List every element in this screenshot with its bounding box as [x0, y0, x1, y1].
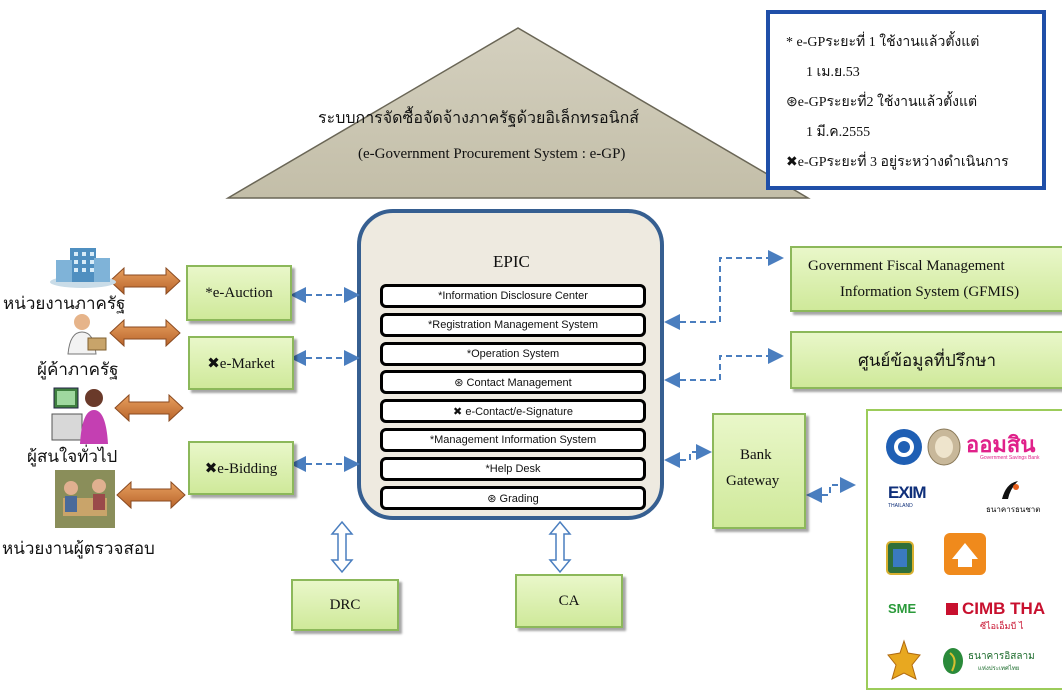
module-information-disclosure: *Information Disclosure Center [380, 284, 646, 308]
epic-title: EPIC [493, 252, 530, 271]
islamic-bank-logo-subtext: แห่งประเทศไทย [978, 665, 1020, 672]
cimb-logo-square [946, 603, 958, 615]
phase-notes-box: * e-GPระยะที่ 1 ใช้งานแล้วตั้งแต่ 1 เม.ย… [766, 10, 1046, 190]
module-management-information: *Management Information System [380, 428, 646, 452]
gfmis-label-line1: Government Fiscal Management [808, 258, 1005, 274]
drc-box: DRC [291, 579, 399, 631]
roof-title-english: (e-Government Procurement System : e-GP) [358, 146, 626, 162]
e-bidding-box: ✖e-Bidding [188, 441, 294, 495]
krungsri-crest-logo-icon [887, 639, 921, 680]
exim-logo-subtext: THAILAND [888, 503, 913, 509]
phase-1-line2: 1 เม.ย.53 [806, 65, 860, 80]
exim-logo-text: EXIM [888, 483, 927, 502]
roof-title-thai: ระบบการจัดซื้อจัดจ้างภาครัฐด้วยอิเล็กทรอ… [318, 110, 640, 127]
government-building-icon [50, 248, 116, 288]
phase-1-line1: * e-GPระยะที่ 1 ใช้งานแล้วตั้งแต่ [786, 35, 980, 50]
phase-3-line1: ✖e-GPระยะที่ 3 อยู่ระหว่างดำเนินการ [786, 155, 1009, 170]
module-grading: ⊛ Grading [380, 486, 646, 510]
advisory-center-box: ศูนย์ข้อมูลที่ปรึกษา [790, 331, 1062, 389]
module-operation-system: *Operation System [380, 342, 646, 366]
module-contact-management: ⊛ Contact Management [380, 370, 646, 394]
vertical-double-arrow [330, 520, 572, 574]
user-government-agency: หน่วยงานภาครัฐ [3, 294, 126, 313]
royal-seal-logo-icon [927, 428, 961, 466]
merchant-person-icon [67, 314, 107, 355]
gsb-logo-text: ออมสิน [966, 433, 1036, 458]
dashed-connector [290, 287, 360, 472]
user-merchant: ผู้ค้าภาครัฐ [37, 360, 119, 379]
islamic-bank-logo-text: ธนาคารอิสลาม [968, 651, 1035, 662]
gfmis-box: Government Fiscal Management Information… [790, 246, 1062, 312]
computer-user-icon [51, 387, 108, 444]
e-market-box: ✖e-Market [188, 336, 294, 390]
baac-logo-icon [886, 541, 914, 575]
module-help-desk: *Help Desk [380, 457, 646, 481]
user-auditor: หน่วยงานผู้ตรวจสอบ [2, 539, 155, 558]
bank-gateway-box: Bank Gateway [712, 413, 806, 529]
thanachart-logo-icon [1002, 481, 1019, 499]
islamic-bank-logo-icon [943, 648, 963, 674]
bank-gateway-line1: Bank [740, 447, 772, 463]
cimb-logo-text: CIMB THA [962, 599, 1046, 618]
sme-bank-logo-text: SME [888, 601, 917, 616]
gsb-logo-subtext: Government Savings Bank [980, 455, 1040, 461]
bank-gateway-line2: Gateway [726, 473, 780, 489]
auditor-meeting-icon [55, 470, 115, 528]
user-general-public: ผู้สนใจทั่วไป [27, 447, 118, 466]
ghb-logo-icon [944, 533, 986, 575]
phase-2-line2: 1 มี.ค.2555 [806, 125, 871, 140]
module-e-contact-signature: ✖ e-Contact/e-Signature [380, 399, 646, 423]
ktb-bank-logo-icon [886, 429, 922, 465]
cimb-logo-thai: ซีไอเอ็มบี ไ [980, 622, 1024, 632]
ca-box: CA [515, 574, 623, 628]
roof-triangle [225, 27, 811, 199]
bank-logos-panel: ออมสิน Government Savings Bank EXIM THAI… [866, 409, 1062, 690]
e-auction-box: *e-Auction [186, 265, 292, 321]
module-registration-management: *Registration Management System [380, 313, 646, 337]
phase-2-line1: ⊛e-GPระยะที่2 ใช้งานแล้วตั้งแต่ [786, 95, 978, 110]
gfmis-label-line2: Information System (GFMIS) [840, 284, 1020, 300]
orange-double-arrow [109, 266, 186, 510]
dashed-connector-right [664, 250, 856, 503]
thanachart-logo-text: ธนาคารธนชาต [986, 505, 1041, 514]
